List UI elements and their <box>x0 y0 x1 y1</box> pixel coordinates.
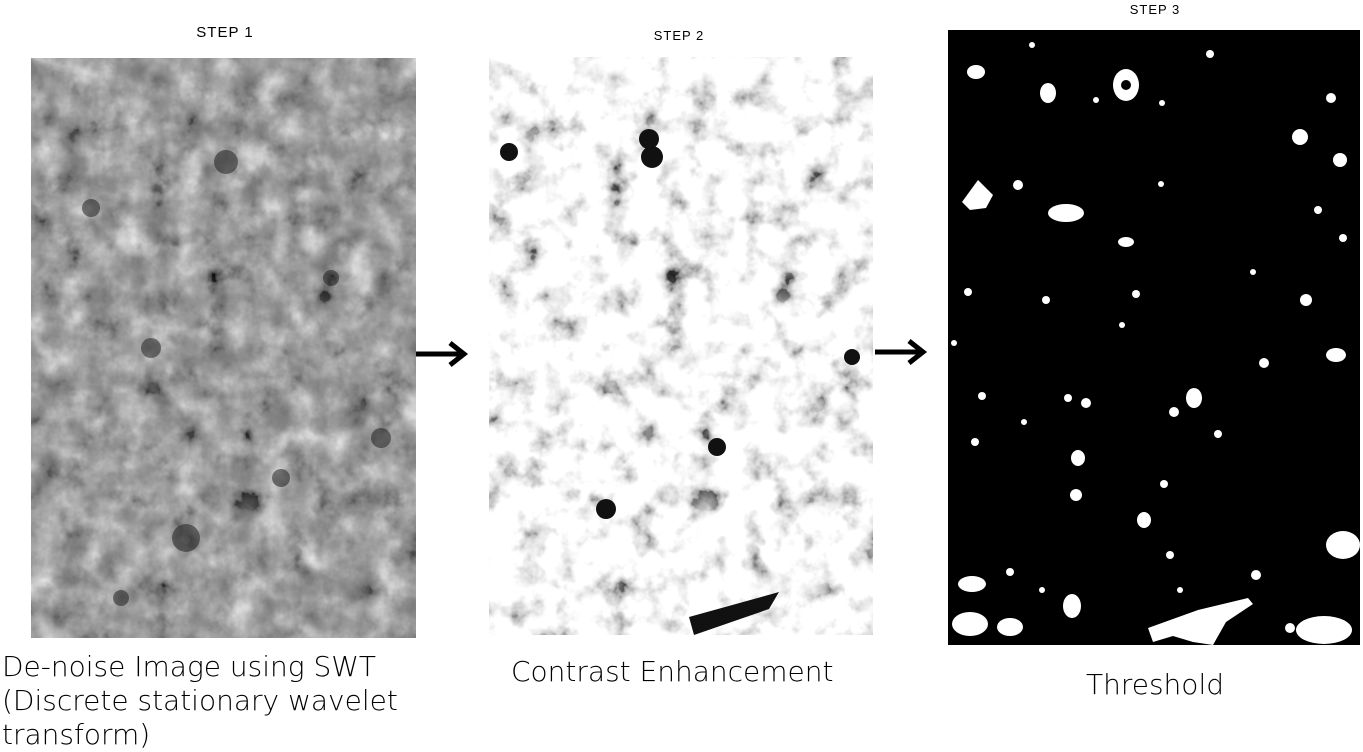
step-2-label: STEP 2 <box>653 28 705 43</box>
step-2-caption: Contrast Enhancement <box>511 655 834 688</box>
step-1-caption: De-noise Image using SWT (Discrete stati… <box>2 650 398 751</box>
arrow-right-icon <box>875 339 928 365</box>
arrow-right-icon <box>416 341 469 367</box>
step-1-label: STEP 1 <box>196 24 254 41</box>
step-1-denoised-image <box>31 58 416 638</box>
step-3-caption: Threshold <box>1086 668 1224 701</box>
step-3-label: STEP 3 <box>1129 2 1181 17</box>
step-2-contrast-image <box>489 57 873 635</box>
step-3-threshold-image <box>948 30 1360 645</box>
